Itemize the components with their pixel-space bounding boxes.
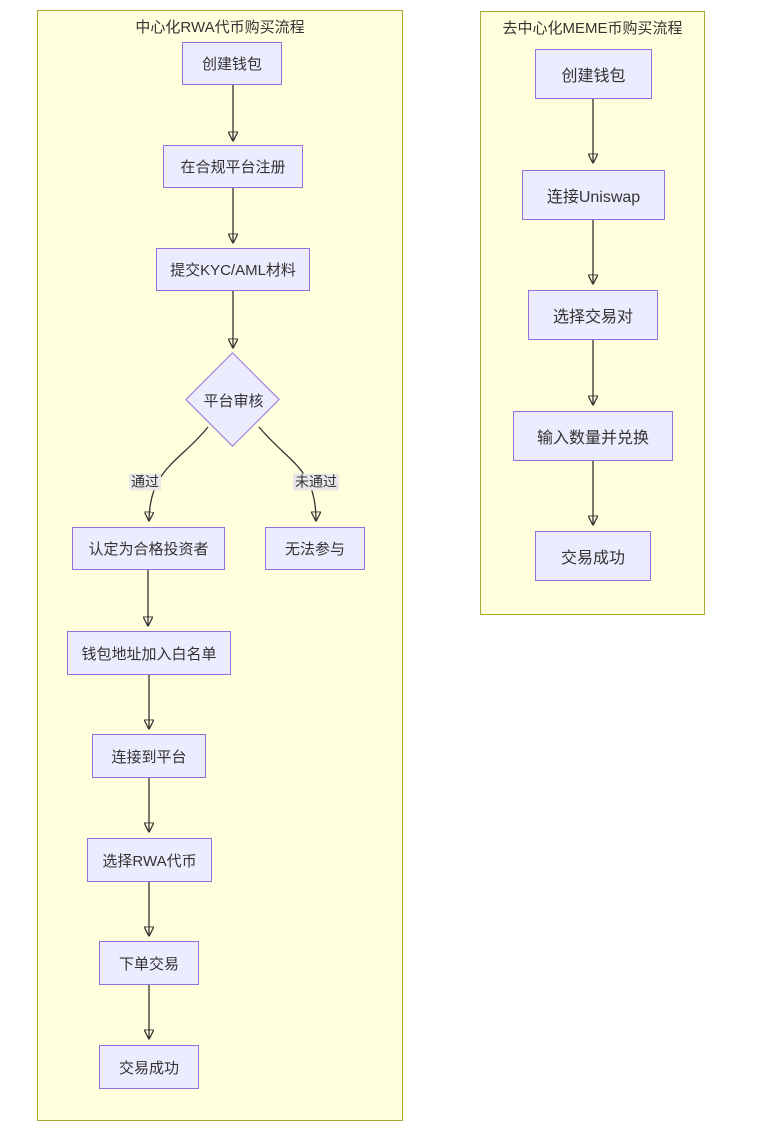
node-platform-review-label: 平台审核	[203, 392, 264, 410]
edge-label-pass: 通过	[129, 473, 161, 491]
node-qualified-investor: 认定为合格投资者	[72, 527, 225, 570]
node-submit-kyc: 提交KYC/AML材料	[156, 248, 310, 291]
node-cannot-participate: 无法参与	[265, 527, 365, 570]
cluster-decentralized-title: 去中心化MEME币购买流程	[502, 20, 683, 37]
node-input-amount-swap: 输入数量并兑换	[513, 411, 673, 461]
cluster-centralized-title: 中心化RWA代币购买流程	[135, 19, 305, 36]
node-right-create-wallet: 创建钱包	[535, 49, 652, 99]
node-right-trade-success: 交易成功	[535, 531, 651, 581]
node-connect-uniswap: 连接Uniswap	[522, 170, 665, 220]
node-connect-platform: 连接到平台	[92, 734, 206, 778]
node-whitelist-address: 钱包地址加入白名单	[67, 631, 231, 675]
node-left-trade-success: 交易成功	[99, 1045, 199, 1089]
node-select-pair: 选择交易对	[528, 290, 658, 340]
node-place-order: 下单交易	[99, 941, 199, 985]
node-platform-review: 平台审核	[185, 352, 282, 448]
edge-label-fail: 未通过	[293, 473, 339, 491]
node-select-rwa-token: 选择RWA代币	[87, 838, 212, 882]
node-left-create-wallet: 创建钱包	[182, 42, 282, 85]
node-register-platform: 在合规平台注册	[163, 145, 303, 188]
